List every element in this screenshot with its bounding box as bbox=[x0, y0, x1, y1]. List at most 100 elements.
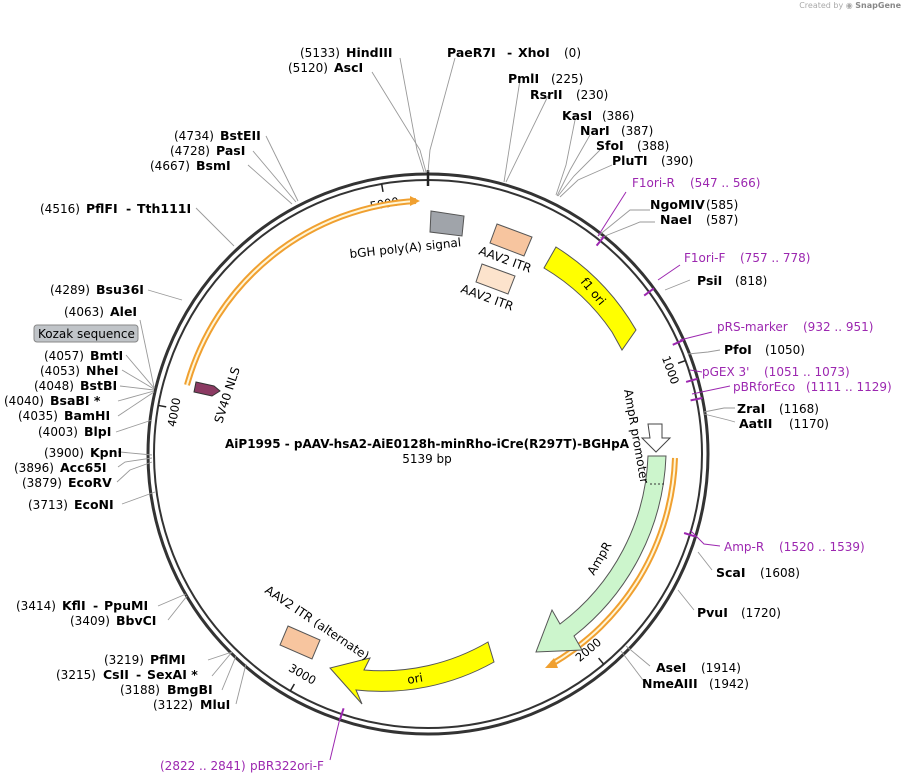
primer-name: pBR322ori-F bbox=[250, 759, 324, 773]
enzyme-pos: (1608) bbox=[760, 566, 800, 580]
enzyme-name: PflMI bbox=[150, 652, 186, 667]
enzyme-name: NmeAIII bbox=[642, 676, 698, 691]
enzyme-pos: (4040) bbox=[4, 394, 44, 408]
enzyme-pos: (386) bbox=[602, 109, 634, 123]
enzyme-name2-dash: - bbox=[136, 667, 141, 682]
enzyme-pos: (587) bbox=[706, 213, 738, 227]
enzyme-labels: (5133) HindIII (5120) AscI PaeR7I - XhoI… bbox=[4, 45, 829, 712]
enzyme-pos: (1168) bbox=[779, 402, 819, 416]
enzyme-pos: (1942) bbox=[709, 677, 749, 691]
primer-name: Amp-R bbox=[724, 540, 764, 554]
enzyme-pos: (4289) bbox=[50, 283, 90, 297]
primer-range: (932 .. 951) bbox=[803, 320, 873, 334]
enzyme-name: BstEII bbox=[220, 128, 261, 143]
enzyme-name: AscI bbox=[334, 60, 363, 75]
primer-marker bbox=[685, 377, 698, 383]
tick-label: 4000 bbox=[165, 397, 184, 428]
enzyme-name: SfoI bbox=[596, 138, 624, 153]
enzyme-pos: (3879) bbox=[22, 476, 62, 490]
enzyme-pos: (4048) bbox=[34, 379, 74, 393]
feature-aav2-itr-alternate bbox=[279, 625, 321, 660]
tick-mark bbox=[677, 359, 686, 364]
feature-f1-ori bbox=[543, 246, 637, 351]
primer-labels: F1ori-R (547 .. 566) F1ori-F (757 .. 778… bbox=[160, 176, 892, 773]
enzyme-name: BmtI bbox=[90, 348, 123, 363]
snapgene-credit: Created by ◉ SnapGene bbox=[799, 1, 901, 10]
enzyme-pos: (4003) bbox=[38, 425, 78, 439]
feature-ampr-promoter bbox=[640, 423, 672, 453]
label-bgh-polya: bGH poly(A) signal bbox=[349, 235, 462, 261]
enzyme-pos: (0) bbox=[564, 46, 581, 60]
enzyme-pos: (5120) bbox=[288, 61, 328, 75]
enzyme-name: EcoRV bbox=[68, 475, 112, 490]
enzyme-pos: (3896) bbox=[14, 461, 54, 475]
credit-prefix: Created by bbox=[799, 1, 844, 10]
feature-highlight-arc-upper bbox=[184, 198, 417, 386]
enzyme-name: Acc65I bbox=[60, 460, 107, 475]
label-ori: ori bbox=[406, 670, 424, 686]
enzyme-name: BmgBI bbox=[167, 682, 213, 697]
features bbox=[184, 196, 678, 705]
enzyme-name: KasI bbox=[562, 108, 592, 123]
enzyme-pos: (390) bbox=[661, 154, 693, 168]
primer-markers bbox=[338, 235, 703, 721]
plasmid-title-group: AiP1995 - pAAV-hsA2-AiE0128h-minRho-iCre… bbox=[225, 437, 630, 466]
primer-range: (547 .. 566) bbox=[690, 176, 760, 190]
primer-name: F1ori-R bbox=[632, 176, 675, 190]
enzyme-pos: (4057) bbox=[44, 349, 84, 363]
enzyme-pos: (388) bbox=[637, 139, 669, 153]
enzyme-name: PluTI bbox=[612, 153, 648, 168]
enzyme-pos: (3219) bbox=[104, 653, 144, 667]
enzyme-name: NheI bbox=[86, 363, 119, 378]
enzyme-pos: (1050) bbox=[765, 343, 805, 357]
enzyme-name: BamHI bbox=[64, 408, 110, 423]
enzyme-name: KflI bbox=[62, 598, 86, 613]
enzyme-pos: (387) bbox=[621, 124, 653, 138]
primer-range: (757 .. 778) bbox=[740, 251, 810, 265]
feature-bgh-polya bbox=[429, 210, 465, 237]
enzyme-pos: (230) bbox=[576, 88, 608, 102]
enzyme-pos: (5133) bbox=[300, 46, 340, 60]
enzyme-pos: (4667) bbox=[150, 159, 190, 173]
primer-marker bbox=[595, 235, 605, 247]
enzyme-pos: (4053) bbox=[40, 364, 80, 378]
tick-mark bbox=[598, 657, 605, 665]
enzyme-name2: Tth111I bbox=[137, 201, 191, 216]
primer-marker bbox=[672, 338, 685, 346]
enzyme-pos: (3409) bbox=[70, 614, 110, 628]
enzyme-pos: (3414) bbox=[16, 599, 56, 613]
plasmid-name: AiP1995 - pAAV-hsA2-AiE0128h-minRho-iCre… bbox=[225, 437, 630, 451]
feature-aav2-itr-1 bbox=[489, 223, 533, 257]
enzyme-pos: (1170) bbox=[789, 417, 829, 431]
enzyme-name: NgoMIV bbox=[650, 197, 705, 212]
kozak-sequence-label: Kozak sequence bbox=[33, 324, 139, 343]
snapgene-logo-icon: ◉ bbox=[845, 1, 853, 10]
enzyme-pos: (4516) bbox=[40, 202, 80, 216]
enzyme-pos: (4734) bbox=[174, 129, 214, 143]
enzyme-name: PsiI bbox=[697, 273, 722, 288]
feature-ampr bbox=[535, 455, 667, 653]
enzyme-pos: (818) bbox=[735, 274, 767, 288]
enzyme-name: ScaI bbox=[716, 565, 746, 580]
primer-marker bbox=[690, 397, 703, 402]
tick-mark bbox=[289, 683, 296, 692]
primer-leaders bbox=[329, 191, 731, 761]
enzyme-name: BsaBI * bbox=[50, 393, 101, 408]
primer-name: pGEX 3' bbox=[702, 365, 749, 379]
enzyme-name: CsII bbox=[103, 667, 129, 682]
enzyme-name: RsrII bbox=[530, 87, 563, 102]
enzyme-name: NaeI bbox=[660, 212, 692, 227]
enzyme-name: BsmI bbox=[196, 158, 231, 173]
enzyme-name: BlpI bbox=[84, 424, 111, 439]
enzyme-pos: (1914) bbox=[701, 661, 741, 675]
feature-ori bbox=[329, 641, 495, 705]
primer-name: F1ori-F bbox=[684, 251, 725, 265]
enzyme-name: PmlI bbox=[508, 71, 539, 86]
enzyme-pos: (3215) bbox=[56, 668, 96, 682]
enzyme-name2-dash: - bbox=[507, 45, 512, 60]
feature-aav2-itr-2 bbox=[475, 263, 516, 295]
enzyme-name: PasI bbox=[216, 143, 245, 158]
enzyme-pos: (3900) bbox=[44, 446, 84, 460]
feature-sv40-nls bbox=[193, 381, 221, 397]
